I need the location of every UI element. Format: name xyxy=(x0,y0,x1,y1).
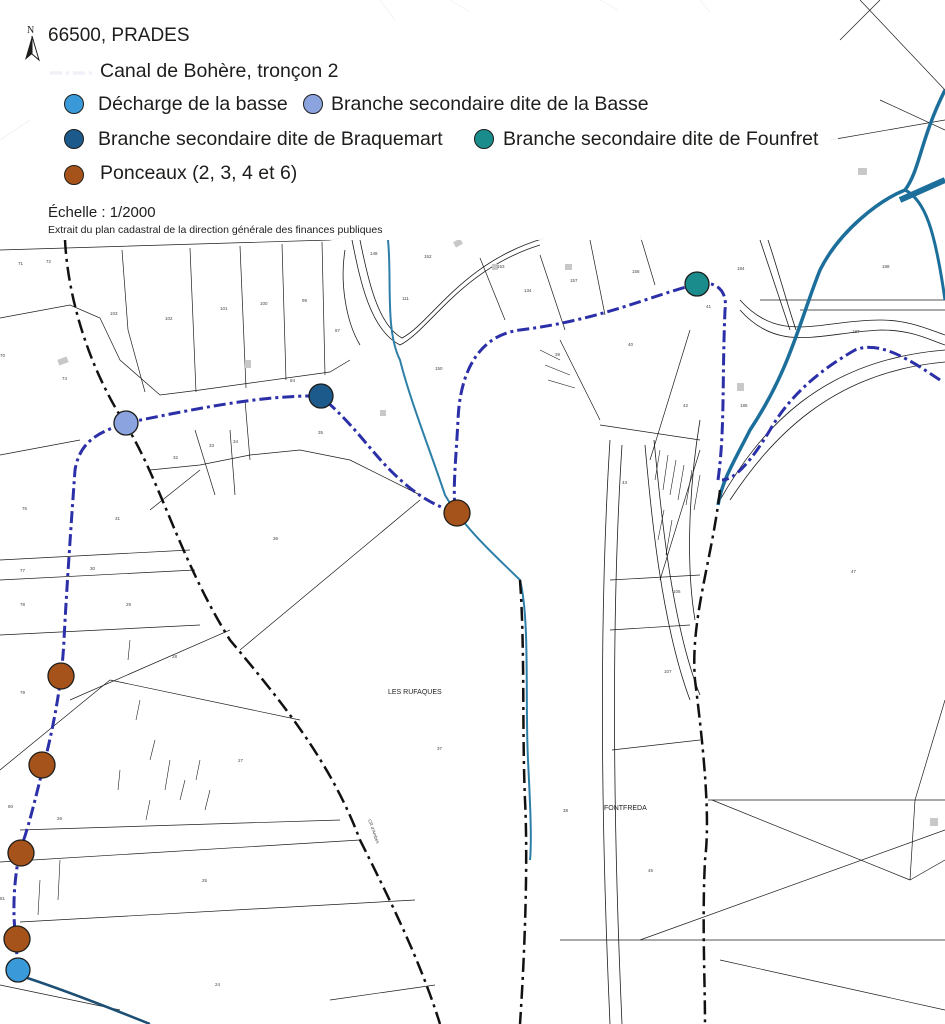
parcel-number: 47 xyxy=(851,569,857,574)
marker-ponceau xyxy=(47,662,75,690)
parcel-number: 184 xyxy=(737,266,745,271)
parcel-number: 187 xyxy=(852,329,860,334)
legend-canal-label: Canal de Bohère, tronçon 2 xyxy=(100,60,339,82)
north-arrow-icon: N xyxy=(25,25,40,62)
dashdot-tracks xyxy=(63,239,722,1024)
parcel-number: 71 xyxy=(18,261,24,266)
marker-branche-basse xyxy=(113,410,139,436)
parcel-number: 28 xyxy=(172,654,178,659)
place-fontfreda: FONTFREDA xyxy=(604,805,647,812)
parcel-number: 38 xyxy=(563,808,569,813)
legend-dot-decharge xyxy=(64,94,84,114)
parcel-number: 33 xyxy=(209,443,215,448)
parcel-number: 81 xyxy=(0,896,6,901)
parcel-number: 111 xyxy=(402,296,409,301)
legend-item-decharge: Décharge de la basse xyxy=(98,93,288,115)
marker-ponceau xyxy=(7,839,35,867)
parcel-number: 185 xyxy=(740,403,748,408)
parcel-number: 27 xyxy=(238,758,244,763)
legend-item-ponceaux: Ponceaux (2, 3, 4 et 6) xyxy=(100,162,298,184)
roads xyxy=(0,119,945,1024)
parcel-number: 77 xyxy=(20,568,26,573)
streams xyxy=(17,89,945,1024)
map-legend: N 66500, PRADES Canal de Bohère, tronçon… xyxy=(0,0,838,240)
parcel-number: 42 xyxy=(683,403,689,408)
parcel-number: 78 xyxy=(20,602,26,607)
parcel-number: 34 xyxy=(233,439,239,444)
parcel-number: 101 xyxy=(220,306,228,311)
place-les-rufaques: LES RUFAQUES xyxy=(388,689,442,696)
parcel-number: 79 xyxy=(20,690,26,695)
parcel-number: 150 xyxy=(435,366,443,371)
parcel-number: 25 xyxy=(202,878,208,883)
parcel-number: 26 xyxy=(57,816,63,821)
parcel-number: 188 xyxy=(882,264,890,269)
legend-scale: Échelle : 1/2000 xyxy=(48,204,156,221)
marker-branche-founfret xyxy=(684,271,710,297)
parcel-number: 134 xyxy=(524,288,532,293)
marker-branche-braquemart xyxy=(308,383,334,409)
parcel-number: 103 xyxy=(110,311,118,316)
legend-dot-braquemart xyxy=(64,129,84,149)
marker-ponceau xyxy=(28,751,56,779)
road-label: CR d’Ambes xyxy=(367,819,381,845)
slope-hatching xyxy=(37,349,701,916)
parcel-number: 80 xyxy=(8,804,14,809)
buildings xyxy=(57,168,938,826)
parcel-number: 157 xyxy=(570,278,578,283)
parcel-number: 72 xyxy=(46,259,52,264)
parcel-number: 87 xyxy=(335,328,341,333)
parcel-numbers: 71 72 103 102 101 100 99 148 111 152 153… xyxy=(0,251,890,987)
map-markers xyxy=(3,271,710,983)
parcel-number: 31 xyxy=(115,516,121,521)
parcel-number: 106 xyxy=(673,589,681,594)
legend-dot-ponceaux xyxy=(64,165,84,185)
canal-boher xyxy=(12,281,941,971)
parcel-number: 148 xyxy=(370,251,378,256)
legend-dot-founfret xyxy=(474,129,494,149)
parcel-number: 102 xyxy=(165,316,173,321)
marker-decharge-basse xyxy=(5,957,31,983)
parcel-number: 76 xyxy=(22,506,28,511)
north-letter: N xyxy=(27,25,34,36)
parcel-number: 70 xyxy=(0,353,6,358)
legend-item-braquemart: Branche secondaire dite de Braquemart xyxy=(98,128,443,150)
parcel-number: 35 xyxy=(318,430,324,435)
legend-item-branche-basse: Branche secondaire dite de la Basse xyxy=(331,93,649,115)
parcel-number: 43 xyxy=(622,480,628,485)
parcel-number: 37 xyxy=(437,746,443,751)
parcel-number: 45 xyxy=(648,868,654,873)
parcel-number: 24 xyxy=(215,982,221,987)
parcel-number: 32 xyxy=(173,455,179,460)
legend-source: Extrait du plan cadastral de la directio… xyxy=(48,224,383,236)
parcel-number: 36 xyxy=(273,536,279,541)
parcel-number: 158 xyxy=(632,269,640,274)
parcel-number: 41 xyxy=(706,304,712,309)
parcel-number: 99 xyxy=(302,298,308,303)
parcel-number: 152 xyxy=(424,254,432,259)
parcel-number: 84 xyxy=(290,378,296,383)
legend-item-founfret: Branche secondaire dite de Founfret xyxy=(503,128,819,150)
parcel-number: 40 xyxy=(628,342,634,347)
legend-dot-branche-basse xyxy=(303,94,323,114)
marker-ponceau xyxy=(3,925,31,953)
parcel-number: 29 xyxy=(126,602,132,607)
parcel-number: 39 xyxy=(555,352,561,357)
parcel-number: 30 xyxy=(90,566,96,571)
parcel-number: 100 xyxy=(260,301,268,306)
parcel-number: 153 xyxy=(497,264,505,269)
marker-ponceau xyxy=(443,499,471,527)
legend-location: 66500, PRADES xyxy=(48,25,190,46)
parcel-number: 74 xyxy=(62,376,68,381)
parcel-number: 107 xyxy=(664,669,672,674)
